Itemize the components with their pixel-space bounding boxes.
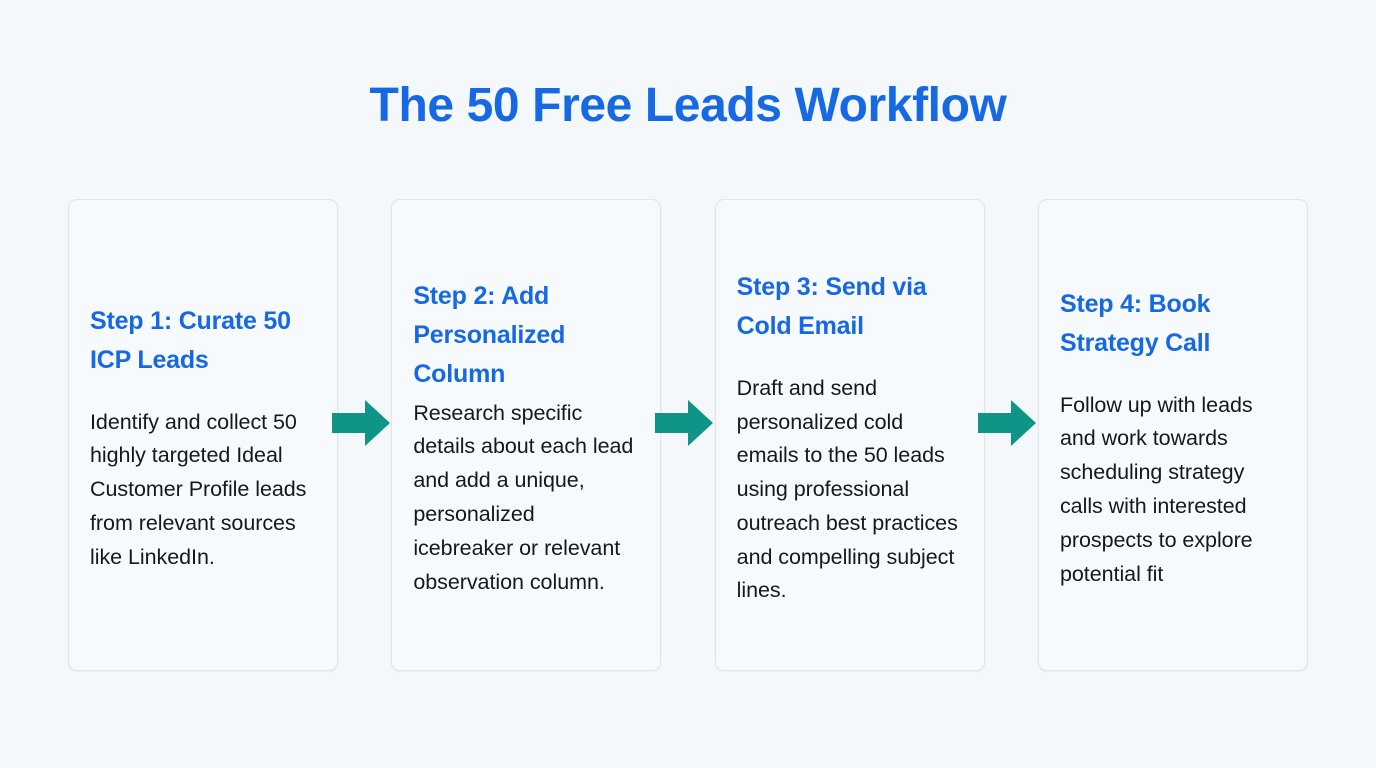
step-1-heading: Step 1: Curate 50 ICP Leads [90, 306, 291, 374]
page-title: The 50 Free Leads Workflow [369, 79, 1007, 132]
step-card-2: Step 2: Add Personalized Column Research… [391, 199, 662, 671]
arrow-right-icon [655, 400, 713, 446]
step-card-4: Step 4: Book Strategy Call Follow up wit… [1037, 199, 1308, 671]
step-4-body: Follow up with leads and work towards sc… [1059, 392, 1253, 586]
step-card-3: Step 3: Send via Cold Email Draft and se… [714, 199, 985, 671]
step-2-body: Research specific details about each lea… [413, 400, 634, 594]
step-3-body: Draft and send personalized cold emails … [736, 375, 958, 603]
step-2-heading: Step 2: Add Personalized Column [413, 281, 566, 388]
steps-container: Step 1: Curate 50 ICP Leads Identify and… [68, 199, 1308, 671]
step-card-1: Step 1: Curate 50 ICP Leads Identify and… [68, 199, 338, 671]
step-1-body: Identify and collect 50 highly targeted … [90, 409, 307, 569]
arrow-right-icon [978, 400, 1036, 446]
step-3-heading: Step 3: Send via Cold Email [736, 272, 927, 340]
step-4-heading: Step 4: Book Strategy Call [1059, 289, 1211, 357]
arrow-right-icon [332, 400, 390, 446]
